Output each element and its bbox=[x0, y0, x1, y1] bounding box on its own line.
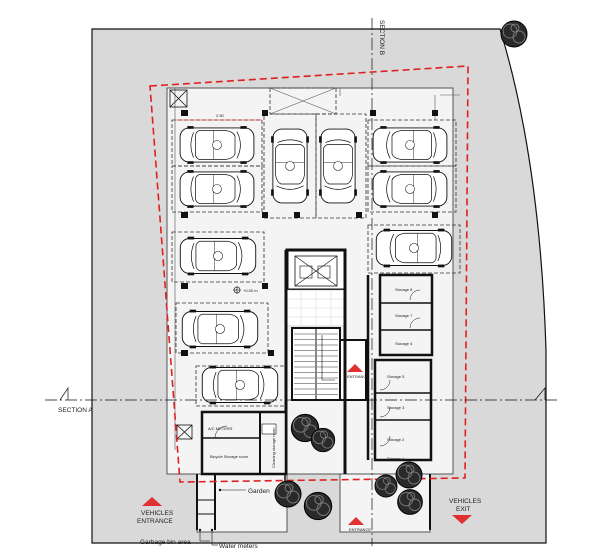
dimension-top: 2.50 bbox=[175, 113, 262, 121]
building-line-boundary bbox=[149, 65, 469, 483]
tree-6 bbox=[395, 461, 423, 489]
storage-label-5: Storage 5 bbox=[387, 374, 405, 379]
ac-meters-label: A/C METERS bbox=[208, 426, 233, 431]
tree-8 bbox=[397, 489, 423, 515]
tree-5 bbox=[303, 491, 333, 521]
vehicles-exit: VEHICLES EXIT bbox=[449, 498, 482, 524]
level-marker: +0.00 m bbox=[233, 286, 258, 294]
level-text: +0.00 m bbox=[243, 288, 258, 293]
car-space-6 bbox=[372, 169, 448, 209]
car-space-8 bbox=[375, 228, 453, 268]
void-marks bbox=[169, 89, 193, 440]
car-space-7 bbox=[179, 236, 257, 276]
vehicles-exit-line2: EXIT bbox=[456, 506, 470, 513]
storage-block bbox=[373, 273, 434, 462]
vehicles-exit-line1: VEHICLES bbox=[449, 498, 482, 505]
car-space-4 bbox=[318, 128, 358, 204]
car-space-10 bbox=[201, 365, 279, 405]
garden-label: Garden bbox=[248, 488, 270, 495]
garbage-bin-label: Garbage bin area bbox=[140, 539, 191, 546]
tree-3 bbox=[310, 427, 336, 453]
tree-4 bbox=[274, 480, 302, 508]
service-rooms-left bbox=[200, 410, 288, 476]
storage-label-2: Storage 2 bbox=[387, 437, 405, 442]
section-b-label: SECTION B bbox=[378, 20, 385, 55]
car-space-1 bbox=[179, 125, 255, 165]
entrance-small-label: ENTRANCE bbox=[347, 374, 369, 379]
entrance-arrow-bottom: ENTRANCE bbox=[348, 517, 371, 532]
cleaning-storage-label: Cleaning storage room bbox=[271, 427, 276, 468]
car-space-3 bbox=[270, 128, 310, 204]
tree-1 bbox=[500, 20, 528, 48]
parking-bay-lines bbox=[171, 87, 461, 407]
section-a-label: SECTION A bbox=[58, 407, 93, 414]
storage-label-3: Storage 3 bbox=[387, 405, 405, 410]
storage-label-7: Storage 7 bbox=[395, 313, 413, 318]
storage-label-1: Storage 1 bbox=[387, 456, 405, 461]
bicycle-storage-label: Bicycle Storage room bbox=[210, 454, 249, 459]
vehicles-entrance: VEHICLES ENTRANCE bbox=[137, 497, 174, 525]
vehicles-entrance-line2: ENTRANCE bbox=[137, 518, 173, 525]
dimension-text: 2.50 bbox=[216, 113, 225, 118]
lift-core bbox=[285, 248, 347, 327]
entrance-arrow-small: ENTRANCE bbox=[347, 364, 369, 379]
entrance-bottom-label: ENTRANCE bbox=[349, 527, 371, 532]
car-space-5 bbox=[372, 125, 448, 165]
storage-label-4: Storage 4 bbox=[395, 341, 413, 346]
storage-labels: Storage 8 Storage 7 Storage 4 Storage 5 … bbox=[387, 287, 413, 461]
section-lines bbox=[45, 18, 560, 546]
car-space-2 bbox=[179, 169, 255, 209]
leader-lines bbox=[199, 489, 246, 546]
car-space-9 bbox=[181, 309, 259, 349]
storage-label-8: Storage 8 bbox=[395, 287, 413, 292]
tree-7 bbox=[374, 474, 398, 498]
vehicles-entrance-line1: VEHICLES bbox=[141, 510, 174, 517]
columns bbox=[181, 110, 438, 356]
water-meters-label: Water meters bbox=[219, 543, 259, 550]
